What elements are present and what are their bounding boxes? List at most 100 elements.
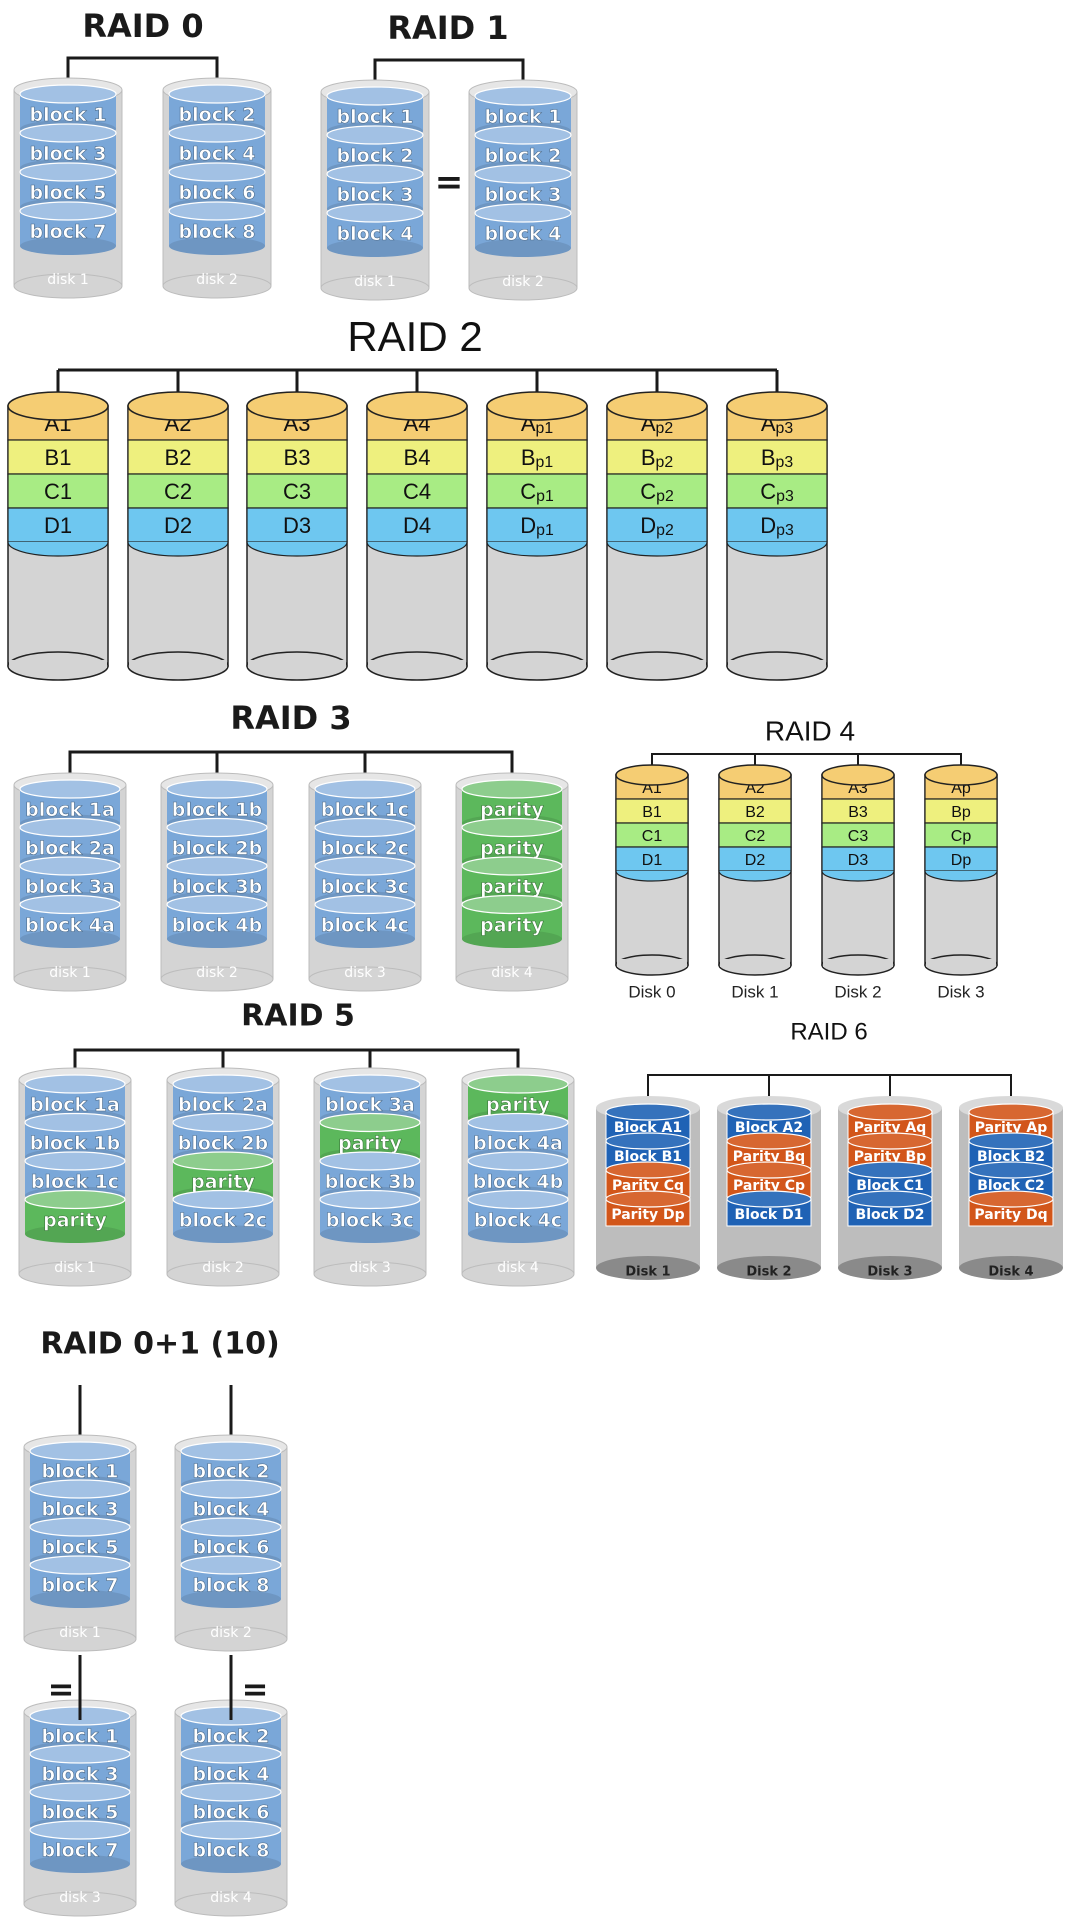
disk-top (246, 391, 348, 421)
disk-top (821, 764, 895, 786)
block-top (168, 201, 266, 221)
cell-curve (606, 541, 708, 557)
block-label: block 3c (326, 1209, 414, 1231)
block-label: block 3 (42, 1764, 119, 1786)
block-label: block 3 (337, 184, 414, 206)
cell-label: B3 (284, 445, 311, 470)
block-top (474, 86, 572, 106)
cell-sub: p2 (656, 454, 674, 471)
data-block: block 4 (474, 203, 572, 257)
data-block: block 3a (19, 856, 121, 910)
cell-main: Bp (951, 804, 971, 821)
raid4-title: RAID 4 (765, 715, 855, 746)
block-top (319, 1151, 421, 1171)
block-top (319, 1189, 421, 1210)
block-label: block 2 (337, 145, 414, 167)
block-top (968, 1161, 1054, 1179)
disk-label: disk 3 (349, 1260, 391, 1276)
block-top (172, 1112, 274, 1133)
block-top (726, 1161, 812, 1179)
raid4-bus (651, 753, 962, 768)
disk-top (486, 391, 588, 421)
cell-main: B (761, 445, 776, 470)
parity-label: parity (191, 1171, 255, 1193)
block-label: Parity Ap (975, 1120, 1048, 1136)
block-label: Block D2 (856, 1207, 925, 1223)
disk-base (166, 1261, 280, 1287)
block-label: block 4c (321, 914, 409, 936)
cell-main: C (760, 479, 776, 504)
block-top (24, 1112, 126, 1133)
block-top (461, 894, 563, 915)
cell-face (821, 822, 895, 848)
cell-main: Cp (951, 828, 972, 845)
cell-curve (246, 541, 348, 557)
disk-base (160, 966, 274, 992)
cell-curve (7, 541, 109, 557)
block-top (172, 1189, 274, 1210)
raid2-section: RAID 2A1B1C1D1A2B2C2D2A3B3C3D3A4B4C4D4Ap… (7, 313, 828, 681)
cell-curve (127, 541, 229, 557)
block-label: block 5 (42, 1802, 119, 1824)
block-top (326, 125, 424, 145)
block-label: block 3b (172, 876, 263, 898)
block-label: block 1b (30, 1132, 121, 1154)
disk-base-fill (248, 660, 346, 668)
block-label: block 7 (30, 221, 107, 243)
cell-curve (718, 870, 792, 882)
cell-label: B1 (45, 445, 72, 470)
disk-label: disk 1 (47, 272, 89, 288)
cell-face (606, 439, 708, 475)
cell-curve (486, 541, 588, 557)
cell-label: Cp3 (760, 479, 794, 505)
cell-sub: p3 (776, 488, 794, 505)
disk-label: disk 1 (49, 965, 91, 981)
disk-label: disk 1 (54, 1260, 96, 1276)
cell-sub: p3 (776, 454, 794, 471)
block-bottom (320, 1225, 420, 1243)
disk-top (606, 391, 708, 421)
block-top (19, 123, 117, 143)
data-block: block 4 (326, 203, 424, 257)
block-label: Parity Dq (974, 1207, 1047, 1223)
block-label: block 3a (325, 1094, 415, 1116)
block-label: Parity Bq (733, 1149, 805, 1165)
cell-label: C4 (403, 479, 431, 504)
disk-base (468, 275, 578, 301)
block-top (467, 1112, 569, 1133)
disk-label: disk 2 (210, 1625, 252, 1641)
cell-face (246, 473, 348, 509)
data-block: block 4b (166, 894, 268, 948)
disk-top (615, 764, 689, 786)
block-label: block 4 (193, 1499, 270, 1521)
block-top (19, 894, 121, 915)
cell-main: C1 (642, 828, 663, 845)
block-label: block 4 (193, 1764, 270, 1786)
cell-label: B2 (165, 445, 192, 470)
disk-base (174, 1891, 288, 1917)
cell-label: D1 (44, 513, 72, 538)
cell-face (718, 798, 792, 824)
disk-label: Disk 3 (867, 1265, 912, 1280)
block-label: block 2 (193, 1461, 270, 1483)
cell-label: C2 (745, 828, 766, 845)
cell-main: Dp (951, 852, 972, 869)
data-block: block 4a (19, 894, 121, 948)
block-top (168, 162, 266, 182)
raid10-title: RAID 0+1 (10) (40, 1327, 279, 1362)
data-block: block 8 (180, 1555, 282, 1608)
block-top (19, 817, 121, 838)
cell-label: Cp1 (520, 479, 554, 505)
data-block: block 3 (474, 164, 572, 218)
block-label: block 1 (30, 104, 107, 126)
cell-sub: p3 (776, 522, 794, 539)
cell-main: B3 (284, 445, 311, 470)
